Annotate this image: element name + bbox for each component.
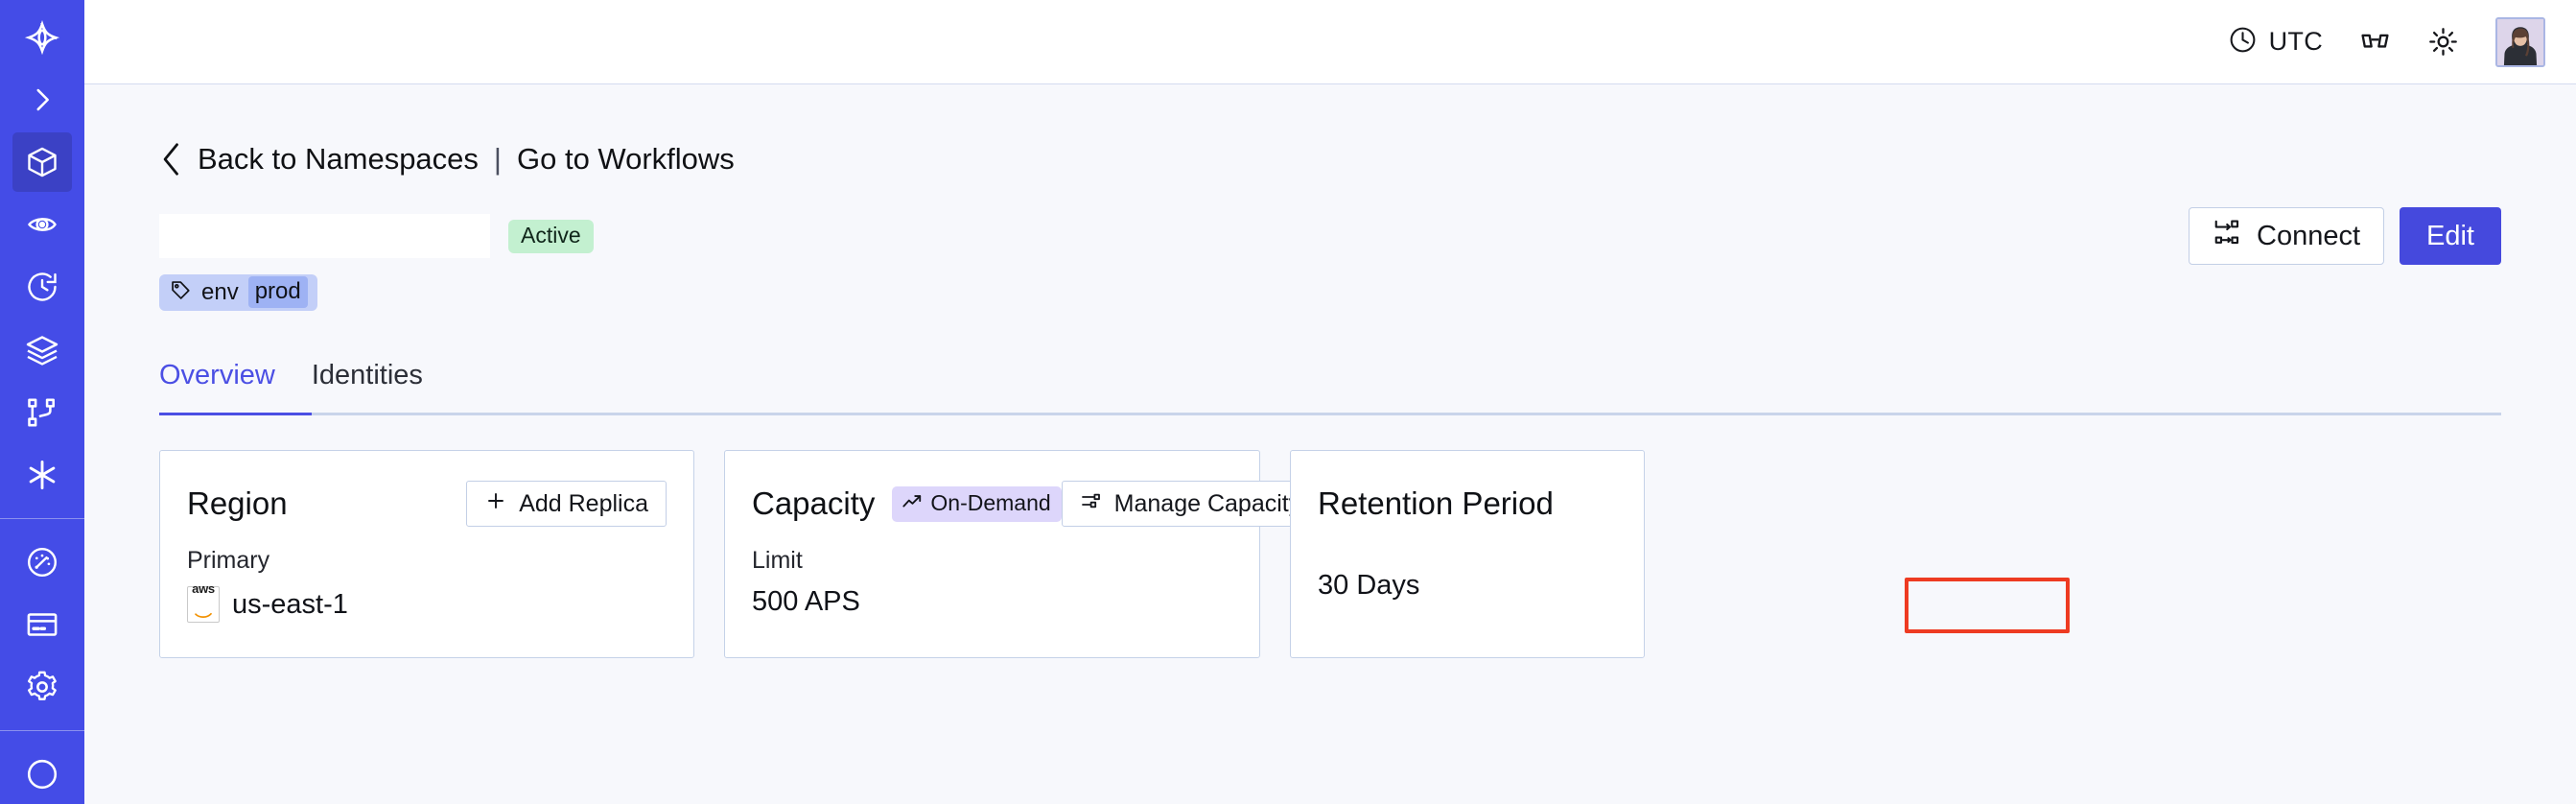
tag-key: env bbox=[201, 278, 239, 305]
aws-logo-icon: aws bbox=[187, 582, 220, 623]
sidebar-item-namespaces[interactable] bbox=[12, 132, 72, 193]
region-card-title: Region bbox=[187, 485, 288, 521]
sidebar-item-settings[interactable] bbox=[12, 657, 72, 717]
connect-button[interactable]: Connect bbox=[2189, 207, 2385, 265]
header-actions: Connect Edit bbox=[2189, 207, 2501, 265]
add-replica-button[interactable]: Add Replica bbox=[466, 481, 667, 527]
retention-card: Retention Period 30 Days bbox=[1290, 450, 1645, 658]
region-value-row: aws us-east-1 bbox=[187, 582, 667, 623]
breadcrumb-workflows-link[interactable]: Go to Workflows bbox=[516, 142, 735, 176]
sidebar-item-observability[interactable] bbox=[12, 195, 72, 254]
sidebar-item-history[interactable] bbox=[12, 257, 72, 317]
sidebar-item-usage[interactable] bbox=[12, 532, 72, 592]
sidebar-item-nexus[interactable] bbox=[12, 445, 72, 505]
sidebar bbox=[0, 0, 84, 804]
expand-chevron-icon[interactable] bbox=[12, 70, 72, 130]
region-card: Region Add Replica Primary bbox=[159, 450, 694, 658]
capacity-card-title: Capacity bbox=[752, 485, 876, 521]
tabs: Overview Identities bbox=[159, 349, 2501, 397]
clock-icon bbox=[2228, 25, 2258, 59]
chevron-left-icon[interactable] bbox=[159, 142, 184, 177]
manage-capacity-button[interactable]: Manage Capacity bbox=[1061, 481, 1320, 527]
trending-up-icon bbox=[902, 491, 923, 516]
breadcrumb-back-link[interactable]: Back to Namespaces bbox=[198, 142, 479, 176]
connect-button-label: Connect bbox=[2257, 220, 2361, 251]
tab-active-indicator bbox=[159, 413, 312, 415]
capacity-card: Capacity On-Demand bbox=[724, 450, 1320, 658]
region-sub-label: Primary bbox=[187, 547, 270, 574]
page-content: Back to Namespaces | Go to Workflows Act… bbox=[84, 84, 2576, 804]
sidebar-item-billing[interactable] bbox=[12, 595, 72, 654]
retention-card-title: Retention Period bbox=[1318, 485, 1554, 521]
plus-icon bbox=[484, 489, 507, 519]
namespace-title-row: Active bbox=[159, 207, 2576, 265]
connect-flow-icon bbox=[2213, 218, 2241, 254]
region-card-header: Region Add Replica bbox=[187, 480, 667, 528]
tabs-rule bbox=[159, 413, 2501, 415]
sidebar-divider-1 bbox=[0, 517, 84, 519]
status-badge: Active bbox=[508, 219, 594, 253]
sidebar-item-layers[interactable] bbox=[12, 320, 72, 380]
tab-identities[interactable]: Identities bbox=[311, 360, 423, 390]
retention-card-header: Retention Period bbox=[1318, 480, 1617, 528]
region-value: us-east-1 bbox=[232, 588, 348, 620]
sidebar-item-help[interactable] bbox=[12, 745, 72, 804]
sun-icon[interactable] bbox=[2427, 26, 2459, 58]
manage-capacity-label: Manage Capacity bbox=[1113, 489, 1301, 517]
tag-value: prod bbox=[247, 276, 308, 308]
tabs-section: Overview Identities bbox=[159, 349, 2576, 415]
namespace-title bbox=[159, 214, 490, 258]
on-demand-badge: On-Demand bbox=[892, 485, 1062, 522]
on-demand-badge-label: On-Demand bbox=[930, 490, 1051, 515]
edit-button[interactable]: Edit bbox=[2400, 207, 2501, 265]
capacity-value: 500 APS bbox=[752, 586, 860, 617]
capacity-sub-label: Limit bbox=[752, 547, 803, 574]
retention-value: 30 Days bbox=[1318, 570, 1420, 601]
capacity-card-header: Capacity On-Demand bbox=[752, 480, 1320, 528]
namespace-tag[interactable]: env prod bbox=[159, 274, 317, 311]
topbar: UTC bbox=[84, 0, 2576, 84]
main-area: UTC bbox=[84, 0, 2576, 804]
tab-overview[interactable]: Overview bbox=[159, 360, 275, 390]
sidebar-divider-2 bbox=[0, 729, 84, 731]
sidebar-item-workflows[interactable] bbox=[12, 383, 72, 442]
breadcrumb: Back to Namespaces | Go to Workflows bbox=[159, 138, 2576, 180]
temporal-logo-icon[interactable] bbox=[12, 8, 72, 67]
glasses-icon[interactable] bbox=[2359, 26, 2391, 58]
timezone-label: UTC bbox=[2268, 27, 2323, 56]
tag-row: env prod bbox=[159, 274, 2576, 311]
add-replica-label: Add Replica bbox=[519, 489, 648, 517]
user-avatar[interactable] bbox=[2495, 16, 2545, 67]
overview-cards: Region Add Replica Primary bbox=[159, 450, 2576, 658]
tag-icon bbox=[170, 279, 192, 306]
breadcrumb-separator: | bbox=[493, 142, 502, 176]
timezone-selector[interactable]: UTC bbox=[2228, 25, 2323, 59]
sliders-icon bbox=[1080, 489, 1103, 519]
